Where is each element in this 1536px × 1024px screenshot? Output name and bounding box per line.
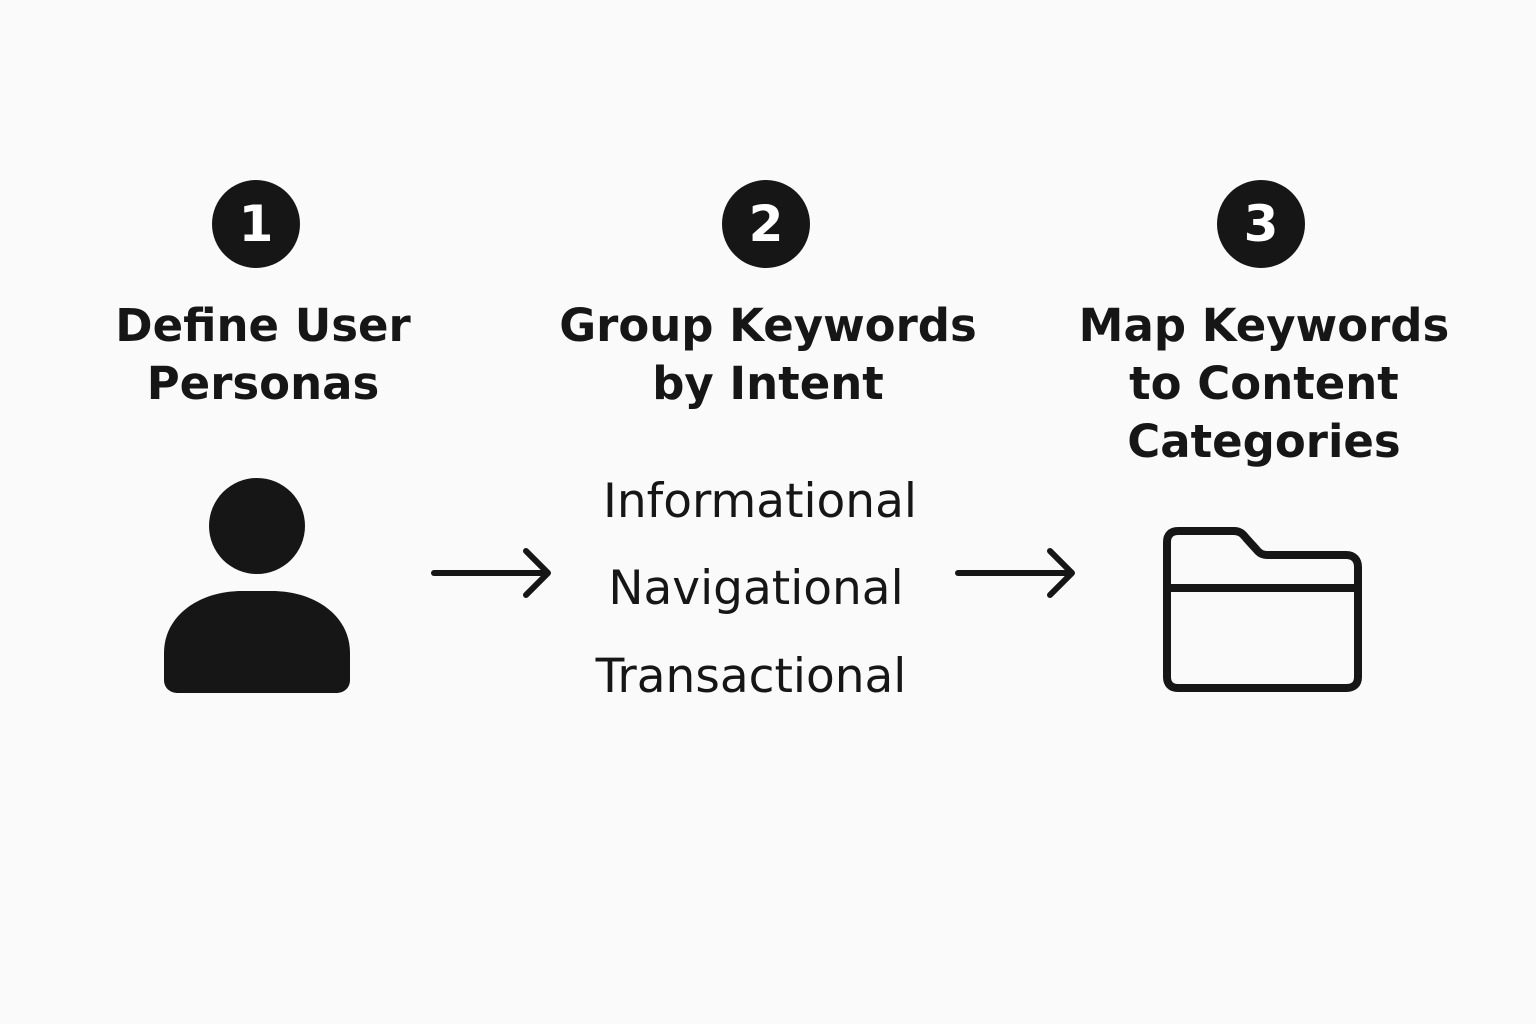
- arrow-right-icon: [431, 548, 551, 598]
- step-3-number: 3: [1243, 195, 1279, 253]
- step-3-badge: 3: [1217, 180, 1305, 268]
- arrow-right-icon: [955, 548, 1075, 598]
- step-3-title: Map Keywords to Content Categories: [1078, 299, 1450, 468]
- step-1-number: 1: [238, 195, 274, 253]
- intent-transactional: Transactional: [595, 649, 907, 704]
- step-2-badge: 2: [722, 180, 810, 268]
- step-1-badge: 1: [212, 180, 300, 268]
- intent-navigational: Navigational: [608, 561, 904, 616]
- step-2-number: 2: [748, 195, 784, 253]
- folder-icon: [1163, 527, 1362, 692]
- intent-informational: Informational: [603, 474, 917, 529]
- step-1-title: Define User Personas: [115, 299, 411, 410]
- user-icon: [164, 478, 350, 693]
- step-2-title: Group Keywords by Intent: [559, 299, 977, 410]
